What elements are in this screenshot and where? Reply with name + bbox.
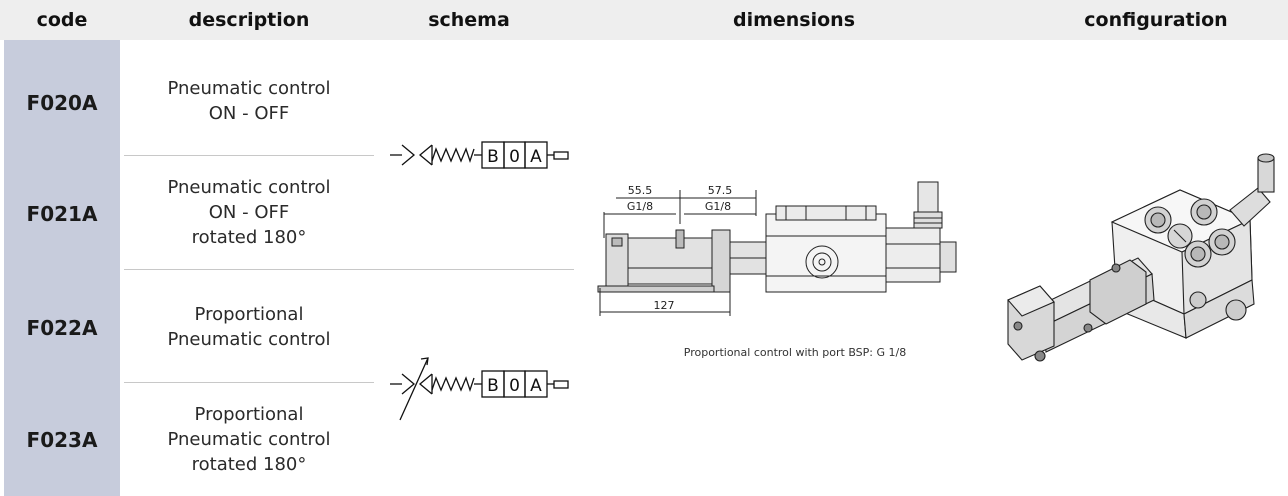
schema-position-b: B — [487, 376, 499, 396]
dimension-127: 127 — [654, 299, 675, 312]
header-configuration: configuration — [1084, 9, 1228, 31]
schema-symbol-proportional: B 0 A — [390, 357, 569, 421]
schema-position-0: 0 — [509, 376, 520, 396]
dimension-55-5: 55.5 — [628, 184, 653, 197]
row-description-f023a: Proportional Pneumatic control rotated 1… — [167, 404, 331, 475]
schema-position-0: 0 — [509, 147, 520, 167]
header-code: code — [36, 9, 88, 31]
port-label-left: G1/8 — [627, 200, 653, 213]
dimension-drawing: 55.5 57.5 G1/8 G1/8 127 — [597, 181, 957, 316]
row-code-f023a: F023A — [26, 428, 98, 452]
header-description: description — [188, 9, 310, 31]
row-description-f021a: Pneumatic control ON - OFF rotated 180° — [167, 177, 331, 248]
row-description-f022a: Proportional Pneumatic control — [167, 304, 331, 350]
schema-symbol-onoff: B 0 A — [390, 141, 569, 169]
header-dimensions: dimensions — [732, 9, 856, 31]
row-divider — [124, 269, 574, 270]
table-header: code description schema dimensions confi… — [0, 0, 1288, 40]
row-code-f022a: F022A — [26, 316, 98, 340]
row-description-f020a: Pneumatic control ON - OFF — [167, 78, 331, 124]
configuration-illustration — [1007, 153, 1275, 362]
header-schema: schema — [428, 9, 510, 31]
row-divider — [124, 382, 374, 383]
port-label-right: G1/8 — [705, 200, 731, 213]
row-code-f021a: F021A — [26, 202, 98, 226]
row-divider — [124, 155, 374, 156]
code-column — [4, 40, 120, 496]
schema-position-a: A — [530, 376, 542, 396]
dimension-caption: Proportional control with port BSP: G 1/… — [683, 346, 907, 359]
schema-position-b: B — [487, 147, 499, 167]
dimension-57-5: 57.5 — [708, 184, 733, 197]
schema-position-a: A — [530, 147, 542, 167]
row-code-f020a: F020A — [26, 91, 98, 115]
